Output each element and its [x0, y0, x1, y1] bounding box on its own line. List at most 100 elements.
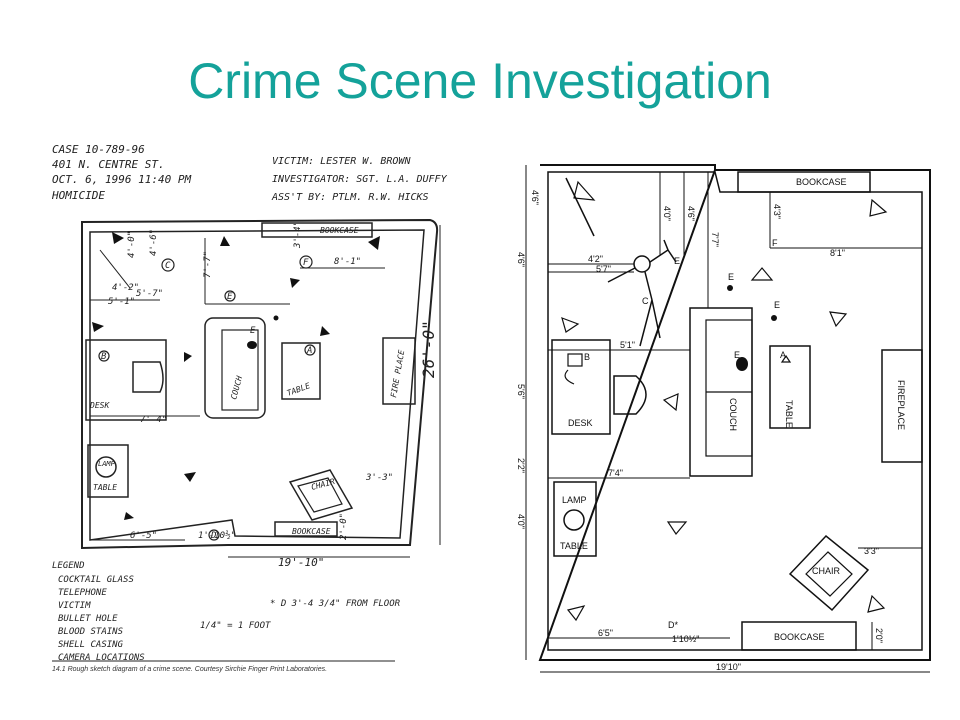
legend-item: CAMERA LOCATIONS — [58, 653, 145, 663]
room-outer-wall — [538, 164, 931, 661]
bookcase-bottom — [274, 521, 338, 537]
table — [281, 342, 321, 400]
telephone-icon — [564, 353, 583, 385]
camera-icon — [184, 352, 192, 362]
room-label: DESK — [568, 418, 593, 428]
lamp-table — [553, 481, 597, 557]
legend-item: BULLET HOLE — [58, 614, 118, 624]
case-header-line: OCT. 6, 1996 11:40 PM — [52, 173, 191, 186]
room-label: CHAIR — [812, 566, 841, 576]
evidence-letter: A — [780, 350, 786, 360]
legend-item: COCKTAIL GLASS — [58, 575, 134, 585]
evidence-letter: D* — [668, 620, 678, 630]
victim-arm — [649, 239, 677, 263]
dimension-label: 2'0" — [874, 628, 884, 643]
camera-icon — [290, 278, 300, 288]
dimension-label: 19'10" — [716, 662, 741, 672]
dimension-label: 1'-10½" — [198, 530, 236, 541]
lamp — [95, 456, 117, 478]
blood-stain — [247, 341, 257, 349]
room-label: BOOKCASE — [774, 632, 825, 642]
scale-note: 1/4" = 1 FOOT — [200, 621, 271, 631]
camera-markers — [92, 232, 380, 520]
dimension-line — [99, 249, 131, 289]
evidence-letter: E — [728, 272, 734, 282]
evidence-marker — [208, 529, 220, 541]
evidence-letter: C — [642, 296, 649, 306]
dimension-label: 19'-10" — [278, 556, 324, 569]
legend-item: LEGEND — [52, 561, 85, 571]
camera-icon — [750, 267, 774, 281]
dimension-label: 3'-3" — [365, 473, 393, 483]
evidence-letter: B — [584, 352, 590, 362]
desk-chair — [132, 361, 164, 393]
victim-outline — [607, 239, 677, 347]
legend-item: VICTIM — [58, 601, 91, 611]
legend-item: BLOOD STAINS — [58, 627, 124, 637]
bookcase-top — [261, 222, 373, 238]
dimension-label: 7'4" — [608, 468, 623, 478]
camera-icon — [92, 322, 104, 332]
personnel-line: VICTIM: LESTER W. BROWN — [272, 156, 411, 167]
room-inner-wall — [89, 229, 425, 541]
camera-icon — [320, 326, 330, 336]
desk-chair — [613, 375, 647, 415]
table — [769, 345, 811, 429]
room-label: TABLE — [560, 541, 588, 551]
legend-item: SHELL CASING — [58, 640, 124, 650]
evidence-letter: E — [250, 326, 256, 336]
chair — [788, 534, 870, 612]
bookcase-bottom — [741, 621, 857, 651]
victim-head — [633, 255, 651, 273]
camera-icon — [124, 512, 134, 520]
room-label: BOOKCASE — [796, 177, 847, 187]
dimension-label: 6'-5" — [130, 531, 157, 541]
camera-icon — [829, 311, 848, 328]
dimension-label: 4'-6" — [149, 229, 159, 256]
camera-icon — [561, 317, 580, 333]
dimension-label: 5'7" — [596, 264, 611, 274]
room-label: COUCH — [728, 398, 738, 431]
evidence-letter: F — [772, 238, 778, 248]
telephone-icon — [567, 353, 583, 367]
dimension-label: 8'-1" — [334, 257, 361, 267]
lamp — [563, 509, 585, 531]
camera-icon — [869, 198, 888, 217]
case-header-line: HOMICIDE — [51, 189, 105, 202]
cocktail-glass-icon — [780, 354, 792, 363]
case-header-line: 401 N. CENTRE ST. — [52, 158, 165, 171]
blood-stain — [736, 357, 748, 371]
dimension-label: 8'1" — [830, 248, 845, 258]
legend-item: TELEPHONE — [58, 588, 107, 598]
lamp-table — [87, 444, 129, 498]
camera-icon — [573, 180, 596, 201]
dimension-label: 4'0" — [662, 206, 672, 221]
blood-stain — [273, 315, 279, 321]
fireplace — [382, 337, 416, 405]
dimension-label: 7'-7" — [203, 251, 213, 278]
dimension-label: 5'-1" — [108, 297, 135, 307]
dimension-label: 2'2" — [516, 458, 526, 473]
rough-sketch: CASE 10-789-96 401 N. CENTRE ST. OCT. 6,… — [51, 143, 448, 673]
camera-icon — [368, 236, 380, 250]
chair — [288, 469, 354, 521]
chair-seat — [297, 477, 343, 513]
evidence-marker — [161, 258, 175, 272]
dimension-label: 7'7" — [710, 232, 720, 247]
couch-seat — [705, 319, 753, 457]
dimension-label: 5'6" — [516, 384, 526, 399]
corner-wall — [565, 177, 595, 237]
room-label: COUCH — [229, 375, 244, 401]
camera-icon — [867, 594, 886, 613]
personnel-line: INVESTIGATOR: SGT. L.A. DUFFY — [272, 174, 448, 185]
bookcase-top — [737, 171, 871, 193]
dimension-label: 4'-0" — [127, 231, 137, 258]
evidence-letter: E — [734, 350, 740, 360]
figure-caption: 14.1 Rough sketch diagram of a crime sce… — [52, 666, 327, 673]
telephone-cord — [564, 369, 575, 385]
evidence-letter: F — [303, 258, 309, 268]
dimension-label: 3'3" — [864, 546, 879, 556]
camera-icon — [662, 393, 679, 412]
couch-seat — [221, 329, 259, 411]
